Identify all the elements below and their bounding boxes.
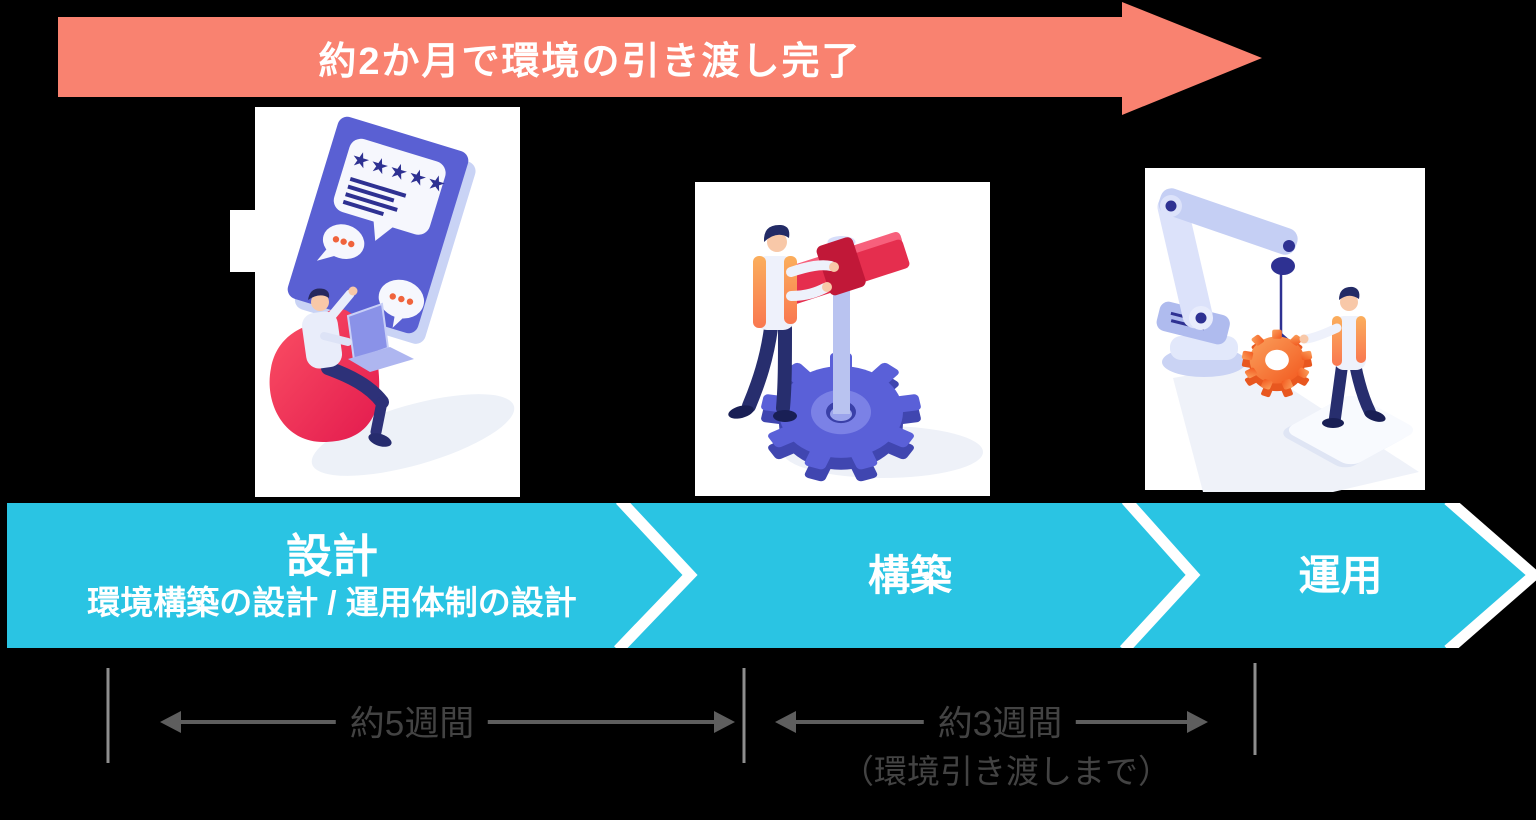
phase-design-subtitle: 環境構築の設計 / 運用体制の設計: [87, 583, 577, 621]
phase-separator-1: [614, 503, 698, 648]
crane-arm: [1156, 188, 1298, 377]
phase-design: 設計 環境構築の設計 / 運用体制の設計: [7, 503, 657, 648]
crane-operation-illustration: [1145, 168, 1425, 492]
worker-person: [728, 224, 839, 422]
phase-operate: 運用: [1198, 503, 1483, 648]
speech-bubble-2: [378, 279, 425, 328]
span1-duration-label: 約5週間: [335, 693, 489, 749]
band-end-chevron: [1444, 503, 1536, 648]
phase-design-title: 設計: [286, 529, 378, 582]
phase-band: [7, 503, 1527, 648]
floor-shadow: [311, 394, 515, 476]
top-arrow-label: 約2か月で環境の引き渡し完了: [318, 40, 862, 83]
duration-arrow: [58, 2, 1262, 115]
span2-duration-label: 約3週間: [923, 693, 1077, 749]
presentation-board: ★★★★★: [287, 116, 476, 344]
speech-bubble-1: [316, 224, 365, 261]
orange-gear: [1241, 329, 1313, 398]
design-review-illustration: ★★★★★: [230, 107, 520, 497]
phase-build: 構築: [700, 503, 1120, 648]
build-gear-illustration: [695, 182, 990, 496]
standing-person: [1299, 286, 1386, 428]
span2-duration-note: （環境引き渡しまで）: [833, 744, 1179, 794]
phase-build-title: 構築: [867, 551, 952, 599]
phase-separator-2: [1119, 503, 1201, 648]
phase-operate-title: 運用: [1298, 551, 1383, 599]
sitting-person: [301, 286, 414, 447]
